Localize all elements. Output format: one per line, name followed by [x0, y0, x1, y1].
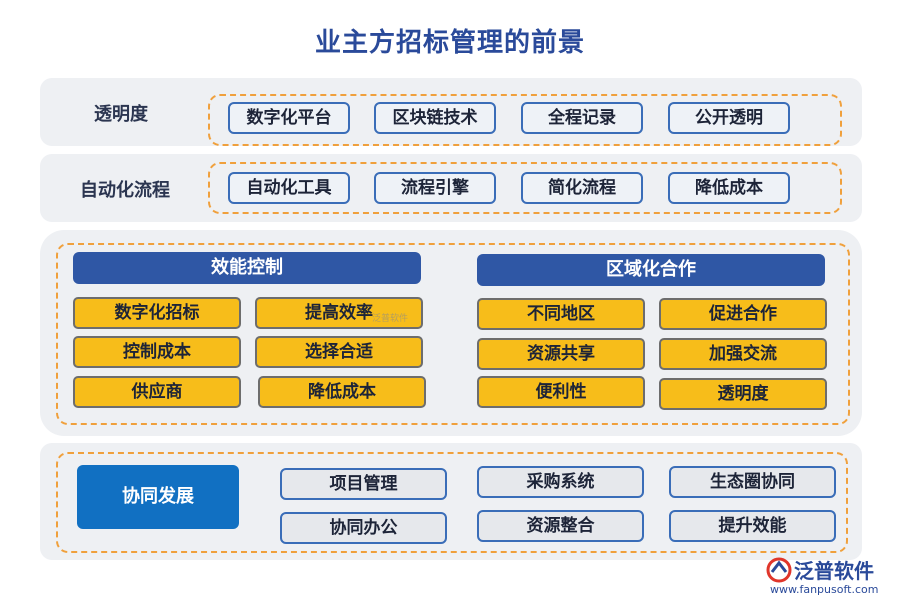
efficiency-item-control-cost: 控制成本 — [73, 336, 241, 368]
chip-public-transparent: 公开透明 — [668, 102, 790, 134]
regional-item-different-regions: 不同地区 — [477, 298, 645, 330]
chip-process-engine: 流程引擎 — [374, 172, 496, 204]
automation-dashed-frame — [208, 162, 842, 214]
collab-item-project-management: 项目管理 — [280, 468, 447, 500]
chip-blockchain: 区块链技术 — [374, 102, 496, 134]
collaboration-dashed-frame — [56, 452, 848, 553]
efficiency-item-reduce-cost: 降低成本 — [258, 376, 426, 408]
collab-item-resource-integration: 资源整合 — [477, 510, 644, 542]
efficiency-item-choose-suitable: 选择合适 — [255, 336, 423, 368]
chip-simplify-process: 简化流程 — [521, 172, 643, 204]
regional-item-strengthen-exchange: 加强交流 — [659, 338, 827, 370]
transparency-dashed-frame — [208, 94, 842, 146]
collab-item-collaborative-office: 协同办公 — [280, 512, 447, 544]
regional-header: 区域化合作 — [477, 254, 825, 286]
page-title: 业主方招标管理的前景 — [314, 28, 585, 58]
brand-logo: 泛普软件 www.fanpusoft.com — [766, 555, 896, 599]
chip-full-record: 全程记录 — [521, 102, 643, 134]
automation-panel: 自动化流程 自动化工具 流程引擎 简化流程 降低成本 — [40, 154, 862, 222]
efficiency-regional-panel: 效能控制 数字化招标 提高效率 控制成本 选择合适 供应商 降低成本 区域化合作… — [40, 230, 862, 436]
watermark-text: 泛普软件 — [372, 314, 409, 324]
transparency-label: 透明度 — [94, 104, 148, 125]
regional-item-promote-cooperation: 促进合作 — [659, 298, 827, 330]
efficiency-item-improve-efficiency: 提高效率 — [255, 297, 423, 329]
efficiency-header: 效能控制 — [73, 252, 421, 284]
chip-automation-tools: 自动化工具 — [228, 172, 350, 204]
collab-item-procurement-system: 采购系统 — [477, 466, 644, 498]
regional-item-resource-sharing: 资源共享 — [477, 338, 645, 370]
transparency-panel: 透明度 数字化平台 区块链技术 全程记录 公开透明 — [40, 78, 862, 146]
collab-item-improve-efficiency: 提升效能 — [669, 510, 836, 542]
regional-item-convenience: 便利性 — [477, 376, 645, 408]
middle-dashed-frame — [56, 243, 850, 425]
automation-label: 自动化流程 — [80, 180, 170, 201]
brand-logo-icon — [766, 557, 792, 583]
efficiency-item-supplier: 供应商 — [73, 376, 241, 408]
brand-url: www.fanpusoft.com — [770, 583, 879, 596]
collaboration-label: 协同发展 — [77, 465, 239, 529]
chip-digital-platform: 数字化平台 — [228, 102, 350, 134]
collab-item-ecosystem-collaboration: 生态圈协同 — [669, 466, 836, 498]
regional-item-transparency: 透明度 — [659, 378, 827, 410]
brand-name: 泛普软件 — [794, 559, 874, 583]
efficiency-item-digital-bidding: 数字化招标 — [73, 297, 241, 329]
chip-reduce-cost: 降低成本 — [668, 172, 790, 204]
